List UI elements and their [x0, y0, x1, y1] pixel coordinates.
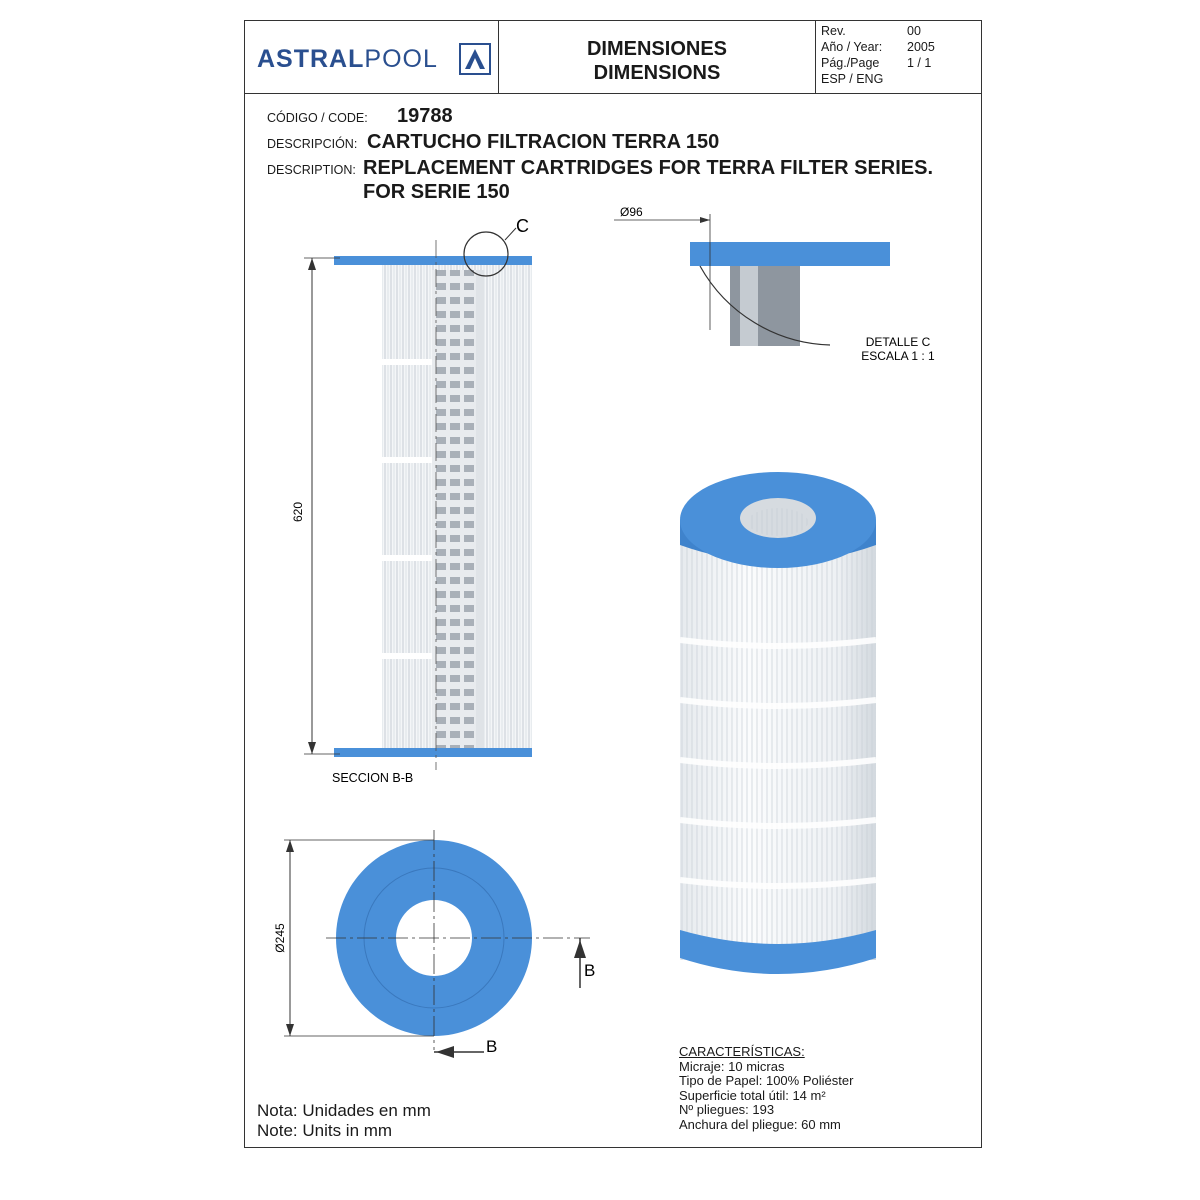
- detail-c-marker: C: [516, 216, 529, 236]
- section-arrow-right-icon: [574, 940, 586, 958]
- detail-c-cap: [690, 242, 890, 266]
- cartridge-bottom-cap: [680, 930, 876, 974]
- detail-c-circle: [463, 231, 509, 277]
- section-label: SECCION B-B: [332, 771, 413, 785]
- header-divider-v2: [815, 21, 816, 93]
- spec-paper: Tipo de Papel: 100% Poliéster: [679, 1073, 854, 1088]
- sheet-title: DIMENSIONES DIMENSIONS: [501, 37, 813, 85]
- code-value: 19788: [397, 105, 453, 127]
- lang-label: ESP / ENG: [821, 72, 884, 86]
- desc-en-value-2: FOR SERIE 150: [363, 181, 510, 203]
- logo-mark-icon: [459, 43, 491, 75]
- specs-block: CARACTERÍSTICAS: Micraje: 10 micras Tipo…: [679, 1044, 854, 1132]
- cartridge-bands: [679, 637, 877, 889]
- spec-pleats: Nº pliegues: 193: [679, 1102, 775, 1117]
- detail-c-scale: ESCALA 1 : 1: [861, 349, 935, 363]
- section-bands: [382, 359, 432, 659]
- logo-part2: POOL: [364, 45, 438, 73]
- title-en: DIMENSIONS: [593, 62, 721, 84]
- title-es: DIMENSIONES: [586, 38, 728, 60]
- revision-block: Rev. 00 Año / Year: 2005 Pág./Page 1 / 1 ES…: [821, 23, 981, 87]
- note-en: Note: Units in mm: [257, 1121, 393, 1140]
- section-view: 620 C SECCION B-B: [291, 216, 532, 785]
- detail-c-title: DETALLE C: [866, 335, 931, 349]
- specs-title: CARACTERÍSTICAS:: [679, 1044, 805, 1059]
- note-es: Nota: Unidades en mm: [257, 1101, 431, 1120]
- drawing-sheet: ASTRALPOOL DIMENSIONES DIMENSIONS Rev. 00…: [244, 20, 982, 1148]
- spec-surface: Superficie total útil: 14 m²: [679, 1087, 826, 1103]
- logo-part1: ASTRAL: [257, 45, 365, 73]
- inner-dia-dimension: Ø96: [620, 205, 643, 219]
- header-divider-v1: [498, 21, 499, 93]
- desc-es-value: CARTUCHO FILTRACION TERRA 150: [367, 131, 720, 153]
- detail-c-view: Ø96 DETALLE C ESCALA 1 : 1: [614, 205, 935, 363]
- section-marker-bottom: B: [486, 1037, 497, 1056]
- section-top-cap: [334, 256, 532, 265]
- header-divider: [245, 93, 981, 94]
- year-label: Año / Year:: [821, 40, 883, 54]
- end-view: Ø245 B B: [273, 830, 595, 1058]
- units-note: Nota: Unidades en mm Note: Units in mm: [257, 1101, 431, 1141]
- desc-en-label: DESCRIPTION:: [267, 163, 356, 177]
- section-core: [432, 270, 476, 750]
- page-value: 1 / 1: [907, 56, 932, 70]
- section-marker-right: B: [584, 961, 595, 980]
- rev-label: Rev.: [821, 24, 846, 38]
- year-value: 2005: [907, 40, 935, 54]
- rev-value: 00: [907, 24, 921, 38]
- cartridge-render: [679, 472, 877, 974]
- desc-es-label: DESCRIPCIÓN:: [267, 137, 358, 151]
- outer-dia-dimension: Ø245: [273, 923, 287, 953]
- code-label: CÓDIGO / CODE:: [267, 111, 368, 125]
- brand-logo: ASTRALPOOL: [257, 45, 438, 74]
- spec-pleat-width: Anchura del pliegue: 60 mm: [679, 1116, 841, 1132]
- section-arrow-bottom-icon: [436, 1046, 454, 1058]
- section-bottom-cap: [334, 748, 532, 757]
- spec-micron: Micraje: 10 micras: [679, 1058, 785, 1074]
- height-dimension: 620: [291, 502, 305, 522]
- desc-en-value-1: REPLACEMENT CARTRIDGES FOR TERRA FILTER …: [363, 157, 934, 179]
- detail-c-arc: [699, 265, 831, 346]
- section-core-edge: [476, 270, 484, 750]
- page-label: Pág./Page: [821, 56, 880, 70]
